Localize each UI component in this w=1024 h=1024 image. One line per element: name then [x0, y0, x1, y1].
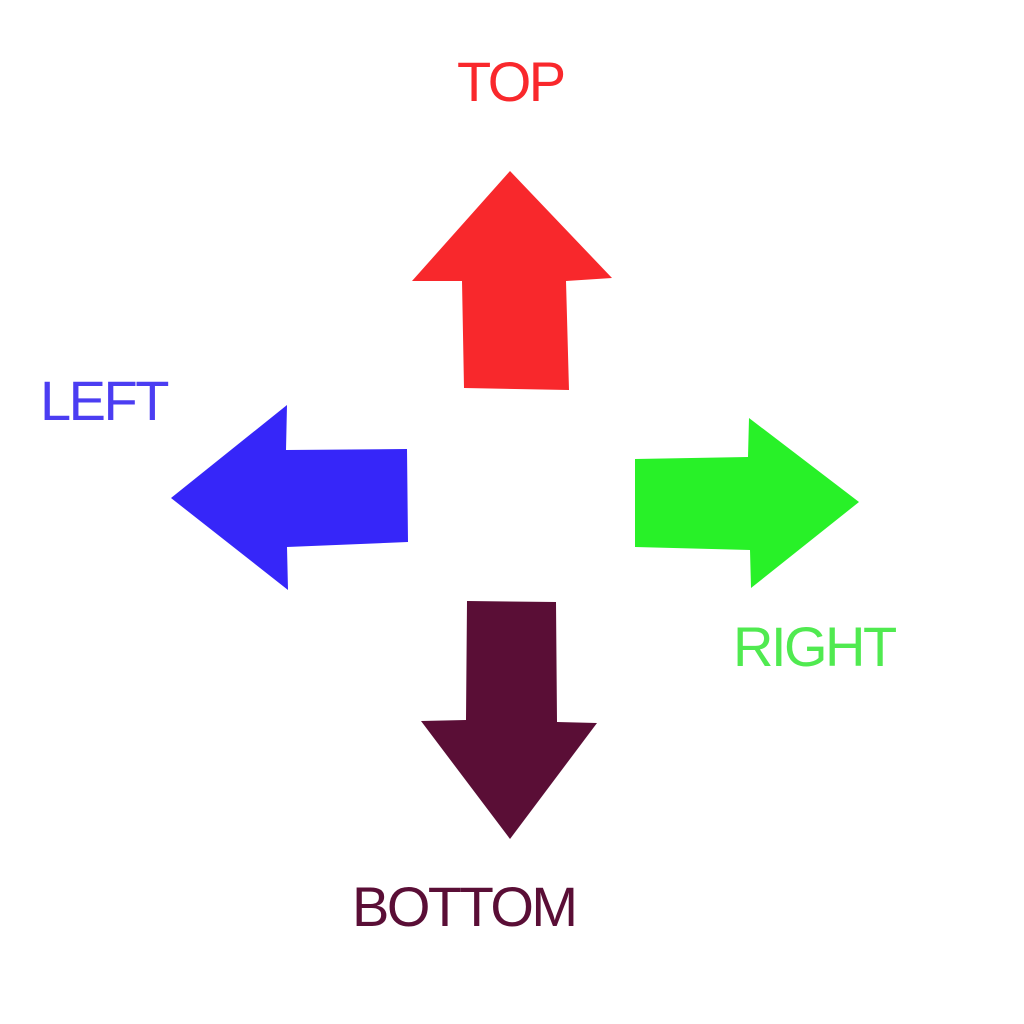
left-label: LEFT [40, 369, 169, 432]
down-arrow[interactable] [421, 601, 597, 839]
top-label: TOP [457, 50, 566, 113]
left-arrow[interactable] [171, 405, 408, 590]
up-arrow[interactable] [412, 171, 612, 390]
right-label: RIGHT [733, 615, 897, 678]
bottom-label: BOTTOM [352, 875, 578, 938]
right-arrow[interactable] [635, 418, 859, 588]
